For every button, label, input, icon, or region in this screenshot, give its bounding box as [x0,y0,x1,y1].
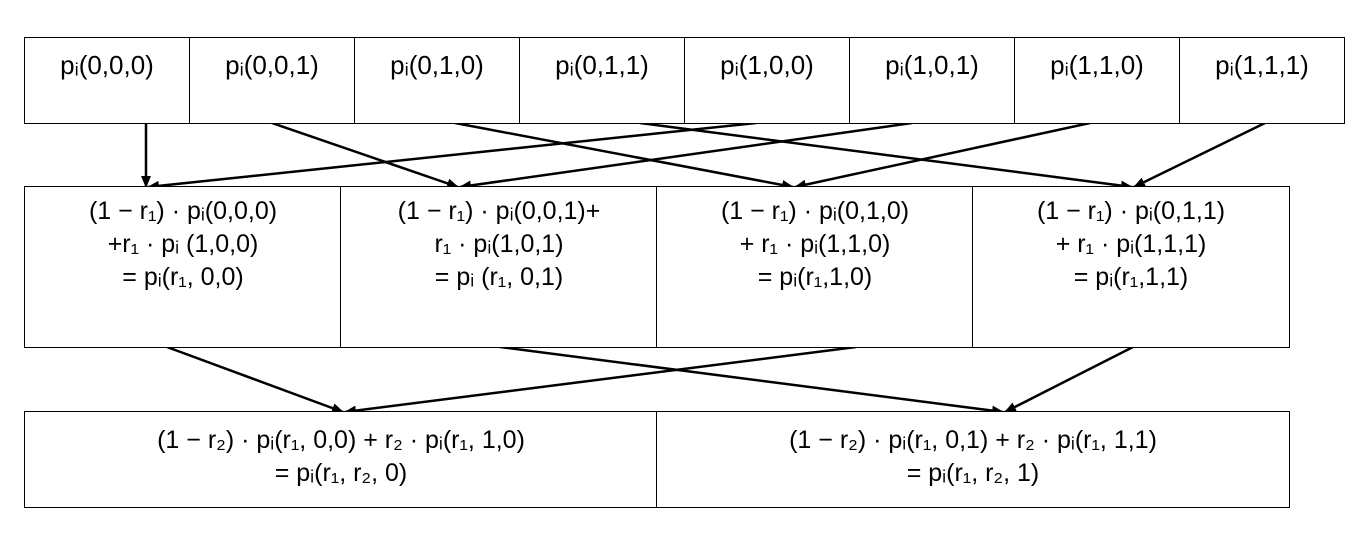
layer2-cell-r1-0-1: (1 − r₁) · pᵢ(0,0,1)+ r₁ · pᵢ(1,0,1) = p… [340,186,658,348]
layer1-cell-101: pᵢ(1,0,1) [849,37,1015,124]
layer1-cell-011: pᵢ(0,1,1) [519,37,685,124]
layer1-cell-001: pᵢ(0,0,1) [189,37,355,124]
arrow-r01-to-rr1 [499,345,1004,416]
expression-line-3: = pᵢ(r₁,1,1) [1073,263,1189,291]
layer2-cell-r1-1-0: (1 − r₁) · pᵢ(0,1,0) + r₁ · pᵢ(1,1,0) = … [656,186,974,348]
arrow-011-to-r11 [639,121,1133,191]
expression-line-2: = pᵢ(r₁, r₂, 1) [906,459,1040,487]
layer1-cell-110: pᵢ(1,1,0) [1014,37,1180,124]
expression-line-1: (1 − r₁) · pᵢ(0,1,1) [1036,197,1226,225]
expression-line-2: + r₁ · pᵢ(1,1,1) [1055,230,1207,258]
arrow-111-to-r11 [1133,121,1266,189]
layer1-cell-111: pᵢ(1,1,1) [1179,37,1345,124]
expression-line-3: = pᵢ (r₁, 0,1) [434,263,564,291]
arrow-101-to-r01 [459,121,913,191]
layer1-cell-010: pᵢ(0,1,0) [354,37,520,124]
arrow-r11-to-rr1 [1004,345,1134,414]
expression-line-1: (1 − r₁) · pᵢ(0,0,0) [88,197,278,225]
expression-line-2: + r₁ · pᵢ(1,1,0) [739,230,891,258]
expression-line-3: = pᵢ(r₁,1,0) [757,263,873,291]
expression-line-1: (1 − r₂) · pᵢ(r₁, 0,0) + r₂ · pᵢ(r₁, 1,0… [157,426,525,454]
layer2-cell-r1-1-1: (1 − r₁) · pᵢ(0,1,1) + r₁ · pᵢ(1,1,1) = … [972,186,1290,348]
layer3-cell-r1-r2-1: (1 − r₂) · pᵢ(r₁, 0,1) + r₂ · pᵢ(r₁, 1,1… [656,411,1290,508]
expression-line-3: = pᵢ(r₁, 0,0) [122,263,244,291]
arrow-001-to-r01 [271,121,459,189]
arrow-110-to-r10 [794,121,1091,190]
expression-line-1: (1 − r₂) · pᵢ(r₁, 0,1) + r₂ · pᵢ(r₁, 1,1… [789,426,1157,454]
expression-line-2: r₁ · pᵢ(1,0,1) [434,230,564,258]
layer1-cell-100: pᵢ(1,0,0) [684,37,850,124]
arrow-r00-to-rr0 [166,345,344,414]
arrow-100-to-r00 [147,121,757,191]
layer3-cell-r1-r2-0: (1 − r₂) · pᵢ(r₁, 0,0) + r₂ · pᵢ(r₁, 1,0… [24,411,658,508]
expression-line-1: (1 − r₁) · pᵢ(0,1,0) [720,197,910,225]
expression-line-2: +r₁ · pᵢ (1,0,0) [107,230,259,258]
arrow-010-to-r10 [454,121,794,190]
layer1-cell-000: pᵢ(0,0,0) [24,37,190,124]
expression-line-2: = pᵢ(r₁, r₂, 0) [274,459,408,487]
expression-line-1: (1 − r₁) · pᵢ(0,0,1)+ [397,197,601,225]
arrow-r10-to-rr0 [344,345,857,416]
layer2-cell-r1-0-0: (1 − r₁) · pᵢ(0,0,0) +r₁ · pᵢ (1,0,0) = … [24,186,342,348]
